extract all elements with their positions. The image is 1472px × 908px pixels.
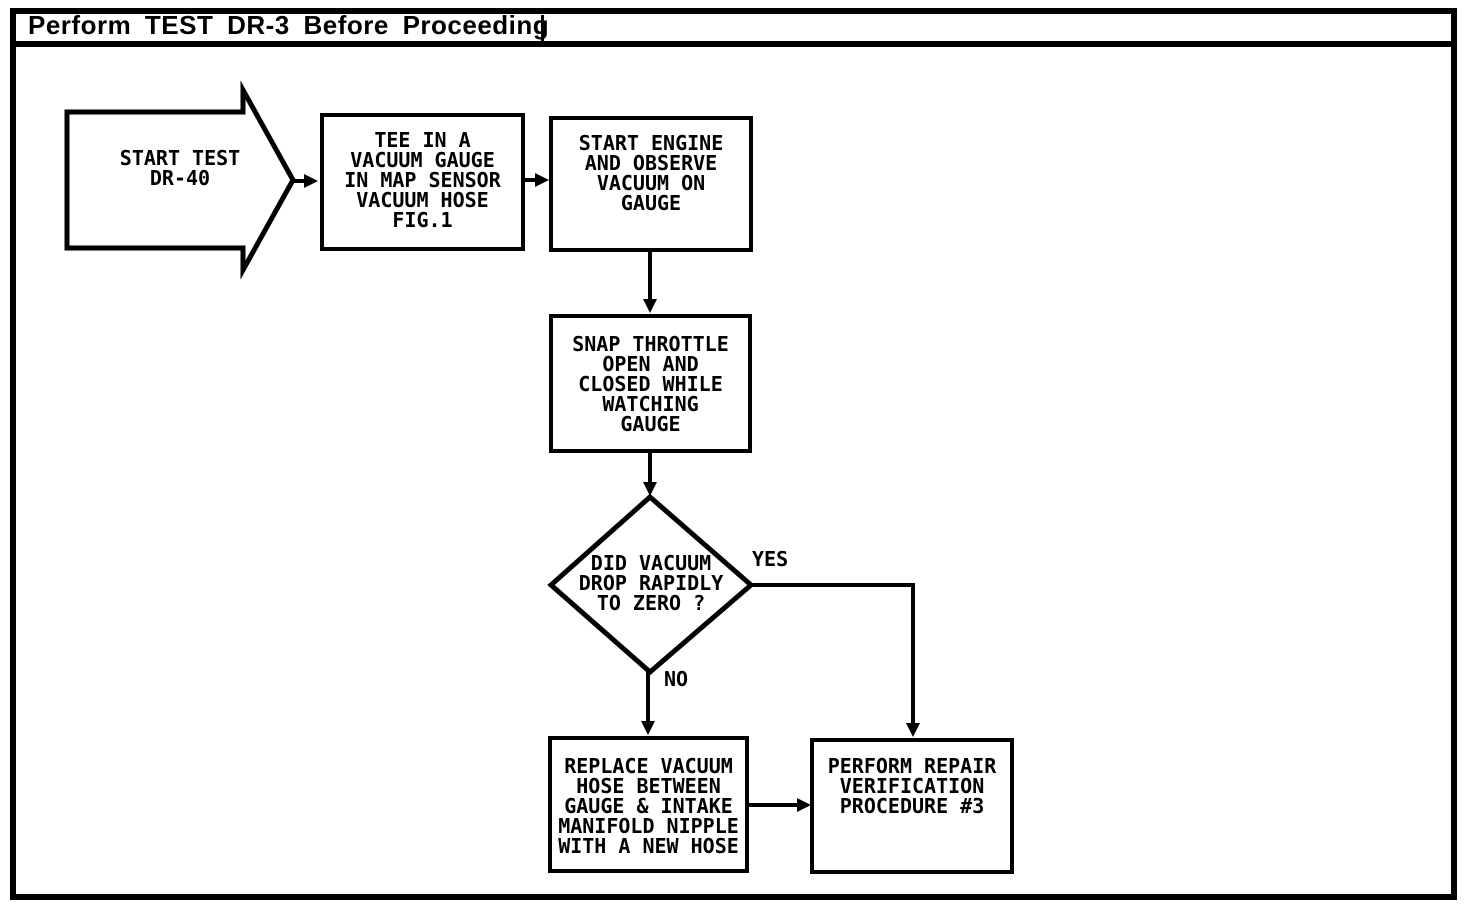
- page-title: Perform TEST DR-3 Before Proceeding: [28, 10, 550, 40]
- node-text-line: DROP RAPIDLY: [578, 571, 724, 595]
- no-branch-label: NO: [664, 667, 689, 691]
- process-box-tee-gauge: TEE IN A VACUUM GAUGE IN MAP SENSOR VACU…: [320, 113, 525, 251]
- node-text-line: AND OBSERVE: [584, 151, 718, 175]
- connector-yes-branch: [751, 583, 915, 725]
- node-text-line: CLOSED WHILE: [578, 372, 723, 396]
- start-node-text: START TEST DR-40: [67, 148, 293, 188]
- start-block-arrow-shape: [64, 80, 296, 280]
- node-text-line: GAUGE: [620, 191, 682, 215]
- arrowhead-no-into-replace: [641, 721, 655, 735]
- arrowhead-into-decision: [643, 482, 657, 496]
- decision-diamond-shape: [547, 493, 755, 676]
- node-text-line: MANIFOLD NIPPLE: [558, 814, 739, 838]
- node-text-line: DR-40: [149, 166, 211, 190]
- arrowhead-replace-into-repair: [797, 798, 811, 812]
- node-text-line: IN MAP SENSOR: [344, 168, 501, 192]
- node-text-line: WATCHING: [602, 392, 699, 416]
- title-cell-divider: [541, 15, 544, 41]
- node-text-line: SNAP THROTTLE: [572, 332, 729, 356]
- process-box-repair-verification: PERFORM REPAIR VERIFICATION PROCEDURE #3: [810, 738, 1014, 874]
- node-text-line: DID VACUUM: [590, 551, 712, 575]
- process-box-snap-throttle: SNAP THROTTLE OPEN AND CLOSED WHILE WATC…: [549, 314, 752, 453]
- node-text-line: PROCEDURE #3: [839, 794, 985, 818]
- node-text-line: VACUUM GAUGE: [350, 148, 495, 172]
- decision-node-text: DID VACUUM DROP RAPIDLY TO ZERO ?: [551, 553, 751, 613]
- node-text-line: START ENGINE: [578, 131, 724, 155]
- process-box-start-engine: START ENGINE AND OBSERVE VACUUM ON GAUGE: [549, 116, 753, 252]
- process-box-replace-hose: REPLACE VACUUM HOSE BETWEEN GAUGE & INTA…: [548, 736, 749, 873]
- node-text-line: PERFORM REPAIR: [827, 754, 997, 778]
- node-text-line: REPLACE VACUUM: [564, 754, 733, 778]
- arrowhead-into-tee: [304, 174, 318, 188]
- node-text-line: FIG.1: [392, 208, 453, 232]
- node-text-line: GAUGE: [620, 412, 681, 436]
- node-text-line: HOSE BETWEEN: [576, 774, 721, 798]
- node-text-line: TO ZERO ?: [596, 591, 706, 615]
- node-text-line: VERIFICATION: [839, 774, 985, 798]
- node-text-line: VACUUM HOSE: [356, 188, 489, 212]
- node-text-line: OPEN AND: [602, 352, 699, 376]
- node-text-line: VACUUM ON: [596, 171, 706, 195]
- node-text-line: START TEST: [119, 146, 241, 170]
- title-underline: [10, 41, 1457, 47]
- arrowhead-yes-into-repair: [906, 723, 920, 737]
- node-text-line: GAUGE & INTAKE: [564, 794, 733, 818]
- arrowhead-into-snap: [643, 299, 657, 313]
- node-text-line: WITH A NEW HOSE: [558, 834, 739, 858]
- yes-branch-label: YES: [752, 547, 789, 571]
- node-text-line: TEE IN A: [374, 128, 471, 152]
- arrowhead-into-engine: [535, 173, 549, 187]
